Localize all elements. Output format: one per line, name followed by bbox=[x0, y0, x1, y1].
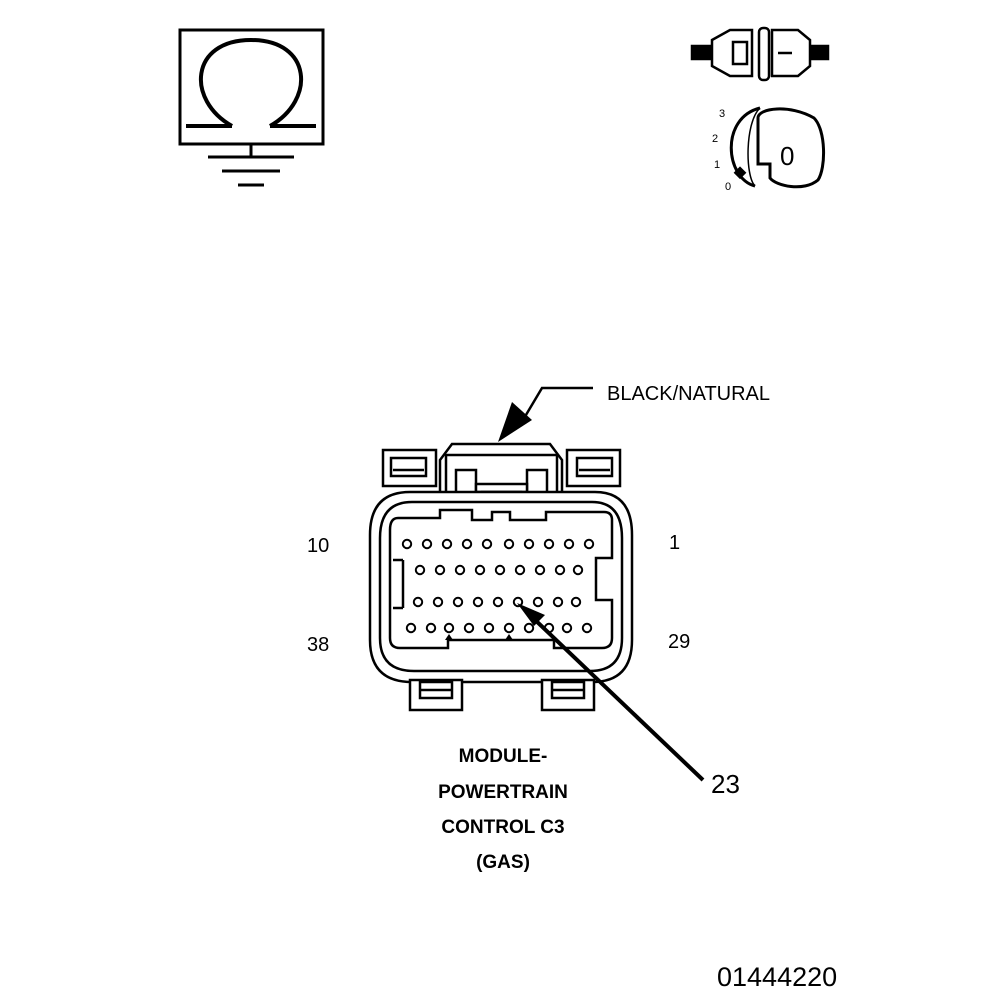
pin-cavity-27 bbox=[552, 596, 564, 608]
pin-cavity-10 bbox=[583, 538, 595, 550]
pin-cavity-7 bbox=[523, 538, 535, 550]
pin-cavity-38 bbox=[581, 622, 593, 634]
connector-title-line-3: CONTROL C3 bbox=[441, 817, 564, 838]
pin-cavity-22 bbox=[452, 596, 464, 608]
pin-cavity-25 bbox=[512, 596, 524, 608]
pin-cavity-26 bbox=[532, 596, 544, 608]
pin-cavity-grid bbox=[401, 538, 595, 640]
pin-cavity-18 bbox=[554, 564, 566, 576]
pin-cavity-17 bbox=[534, 564, 546, 576]
ignition-position-0: 0 bbox=[725, 181, 731, 193]
pin-cavity-14 bbox=[474, 564, 486, 576]
pin-cavity-30 bbox=[425, 622, 437, 634]
ignition-position-3: 3 bbox=[719, 108, 725, 120]
pin-cavity-11 bbox=[414, 564, 426, 576]
pin-cavity-21 bbox=[432, 596, 444, 608]
pin-cavity-31 bbox=[443, 622, 455, 634]
pin-cavity-33 bbox=[483, 622, 495, 634]
pin-cavity-5 bbox=[481, 538, 493, 550]
cavity-key-mark-1 bbox=[445, 634, 453, 640]
pin-cavity-15 bbox=[494, 564, 506, 576]
key-position-label: 0 bbox=[780, 141, 794, 171]
pin-cavity-23 bbox=[472, 596, 484, 608]
pin-cavity-28 bbox=[570, 596, 582, 608]
pin-cavity-13 bbox=[454, 564, 466, 576]
pin-label-1: 1 bbox=[669, 532, 680, 554]
connector-title-line-2: POWERTRAIN bbox=[438, 782, 568, 803]
ohmmeter-ground-icon bbox=[178, 28, 325, 187]
pin-callout-arrow bbox=[517, 603, 705, 782]
connector-title-line-4: (GAS) bbox=[476, 852, 530, 873]
pin-cavity-2 bbox=[421, 538, 433, 550]
pin-cavity-20 bbox=[412, 596, 424, 608]
pin-cavity-24 bbox=[492, 596, 504, 608]
ignition-position-1: 1 bbox=[714, 159, 720, 171]
connector-title-line-1: MODULE- bbox=[459, 746, 548, 767]
pin-cavity-19 bbox=[572, 564, 584, 576]
connector-disconnect-icon bbox=[690, 26, 830, 82]
pin-cavity-35 bbox=[523, 622, 535, 634]
connector-face bbox=[368, 442, 634, 712]
pin-cavity-16 bbox=[514, 564, 526, 576]
pin-cavity-8 bbox=[543, 538, 555, 550]
ignition-key-off-icon: 3 2 1 0 0 bbox=[712, 106, 826, 193]
pin-cavity-12 bbox=[434, 564, 446, 576]
pin-cavity-32 bbox=[463, 622, 475, 634]
pin-label-10: 10 bbox=[307, 535, 329, 557]
pin-cavity-1 bbox=[401, 538, 413, 550]
pin-cavity-9 bbox=[563, 538, 575, 550]
pin-label-38: 38 bbox=[307, 634, 329, 656]
pin-cavity-34 bbox=[503, 622, 515, 634]
connector-color-label: BLACK/NATURAL bbox=[607, 383, 770, 405]
pin-cavity-4 bbox=[461, 538, 473, 550]
pin-label-29: 29 bbox=[668, 631, 690, 653]
connector-title: MODULE- POWERTRAIN CONTROL C3 (GAS) bbox=[438, 746, 568, 873]
pin-cavity-3 bbox=[441, 538, 453, 550]
pin-cavity-29 bbox=[405, 622, 417, 634]
pin-cavity-37 bbox=[561, 622, 573, 634]
color-callout: BLACK/NATURAL bbox=[498, 383, 770, 442]
pin-callout-number: 23 bbox=[711, 769, 740, 799]
cavity-key-mark-2 bbox=[505, 634, 513, 640]
pin-cavity-6 bbox=[503, 538, 515, 550]
ignition-position-2: 2 bbox=[712, 133, 718, 145]
figure-id: 01444220 bbox=[717, 962, 837, 992]
